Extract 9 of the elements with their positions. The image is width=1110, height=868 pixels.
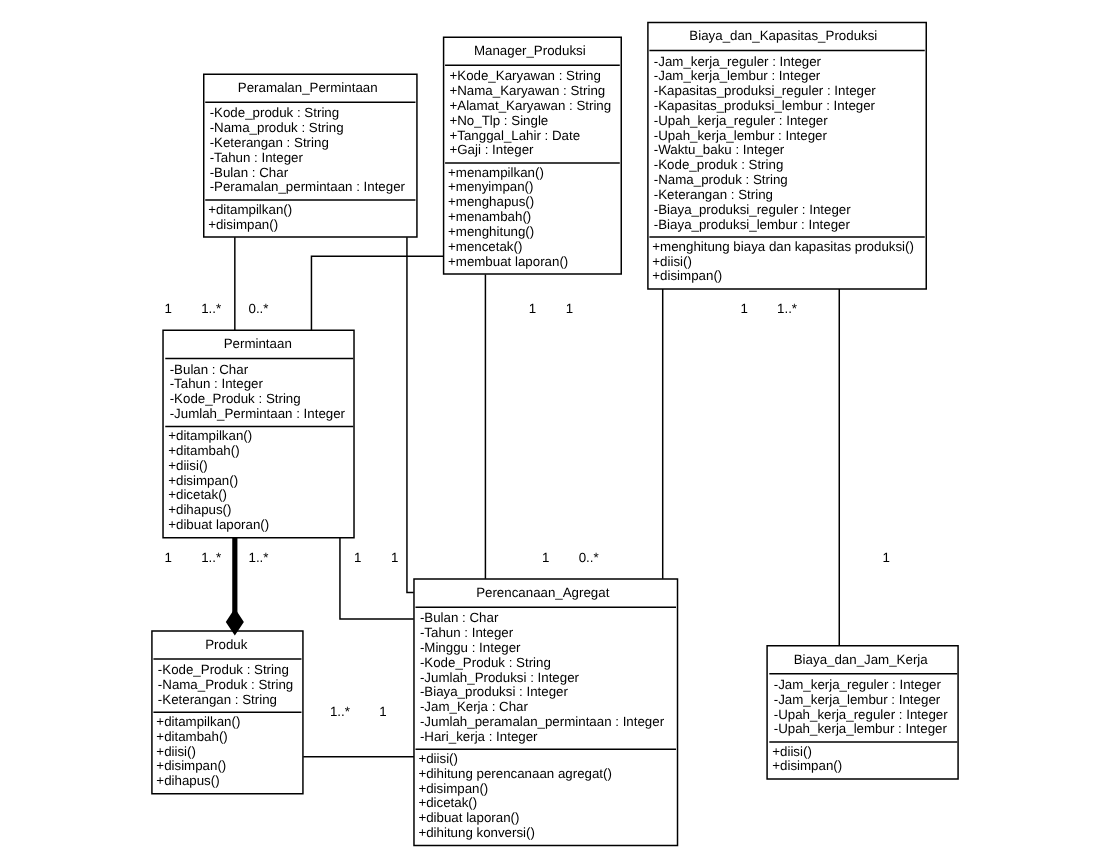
connector xyxy=(838,288,840,647)
connector xyxy=(406,236,415,594)
connector xyxy=(225,537,244,636)
connector xyxy=(234,236,236,331)
connector xyxy=(484,273,487,580)
connector xyxy=(339,537,415,620)
connector xyxy=(302,756,415,758)
connector xyxy=(310,255,444,331)
connector xyxy=(661,288,664,580)
